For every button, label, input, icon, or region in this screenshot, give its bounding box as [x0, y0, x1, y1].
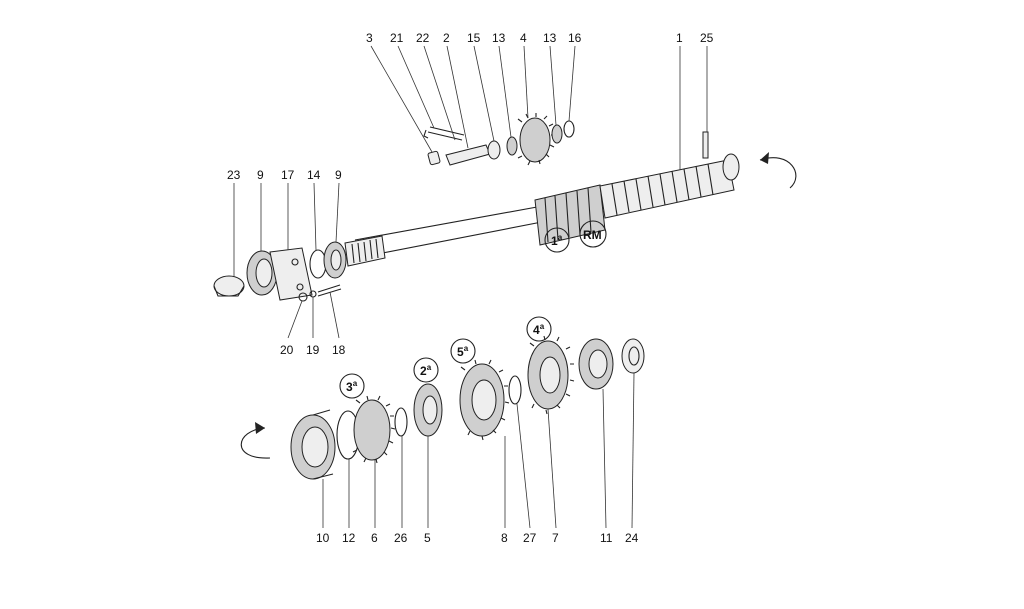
part-label: 24	[625, 531, 639, 545]
part-labels: 3 21 22 2 15 13 4 13 16 1 25 23 9 17 14 …	[227, 31, 714, 545]
part-label: 15	[467, 31, 481, 45]
part-label: 13	[543, 31, 557, 45]
svg-text:5a: 5a	[457, 344, 469, 359]
svg-text:2a: 2a	[420, 363, 432, 378]
svg-text:1a: 1a	[551, 233, 563, 248]
part-label: 7	[552, 531, 559, 545]
part-label: 19	[306, 343, 320, 357]
part-label: 3	[366, 31, 373, 45]
part-label: 11	[600, 531, 613, 545]
part-label: 9	[257, 168, 264, 182]
gear-badge-4: 4a	[526, 316, 552, 342]
part-label: 18	[332, 343, 346, 357]
part-label: 22	[416, 31, 430, 45]
part-label: 8	[501, 531, 508, 545]
part-label: 20	[280, 343, 294, 357]
gear-badge-3: 3a	[339, 373, 365, 399]
part-label: 9	[335, 168, 342, 182]
leader-lines	[233, 45, 708, 529]
svg-text:RM: RM	[583, 228, 602, 242]
gear-badge-5: 5a	[450, 338, 476, 364]
svg-text:4a: 4a	[533, 322, 545, 337]
part-label: 4	[520, 31, 527, 45]
part-label: 1	[676, 31, 683, 45]
part-label: 13	[492, 31, 506, 45]
gear-badges: 1a RM 3a 2a 5a 4a	[339, 220, 607, 399]
part-label: 2	[443, 31, 450, 45]
idler-assembly	[423, 113, 575, 166]
part-label: 21	[390, 31, 404, 45]
part-label: 12	[342, 531, 356, 545]
part-label: 23	[227, 168, 241, 182]
part-label: 25	[700, 31, 714, 45]
left-bearing-cluster	[213, 241, 347, 302]
part-label: 16	[568, 31, 582, 45]
part-label: 10	[316, 531, 330, 545]
main-shaft	[344, 131, 797, 267]
part-label: 17	[281, 168, 295, 182]
part-label: 14	[307, 168, 321, 182]
part-label: 27	[523, 531, 537, 545]
svg-text:3a: 3a	[346, 379, 358, 394]
part-label: 26	[394, 531, 408, 545]
part-label: 5	[424, 531, 431, 545]
gear-badge-1: 1a	[544, 227, 570, 253]
gear-badge-2: 2a	[413, 357, 439, 383]
part-label: 6	[371, 531, 378, 545]
gear-badge-rm: RM	[579, 220, 607, 248]
countershaft	[240, 335, 645, 480]
